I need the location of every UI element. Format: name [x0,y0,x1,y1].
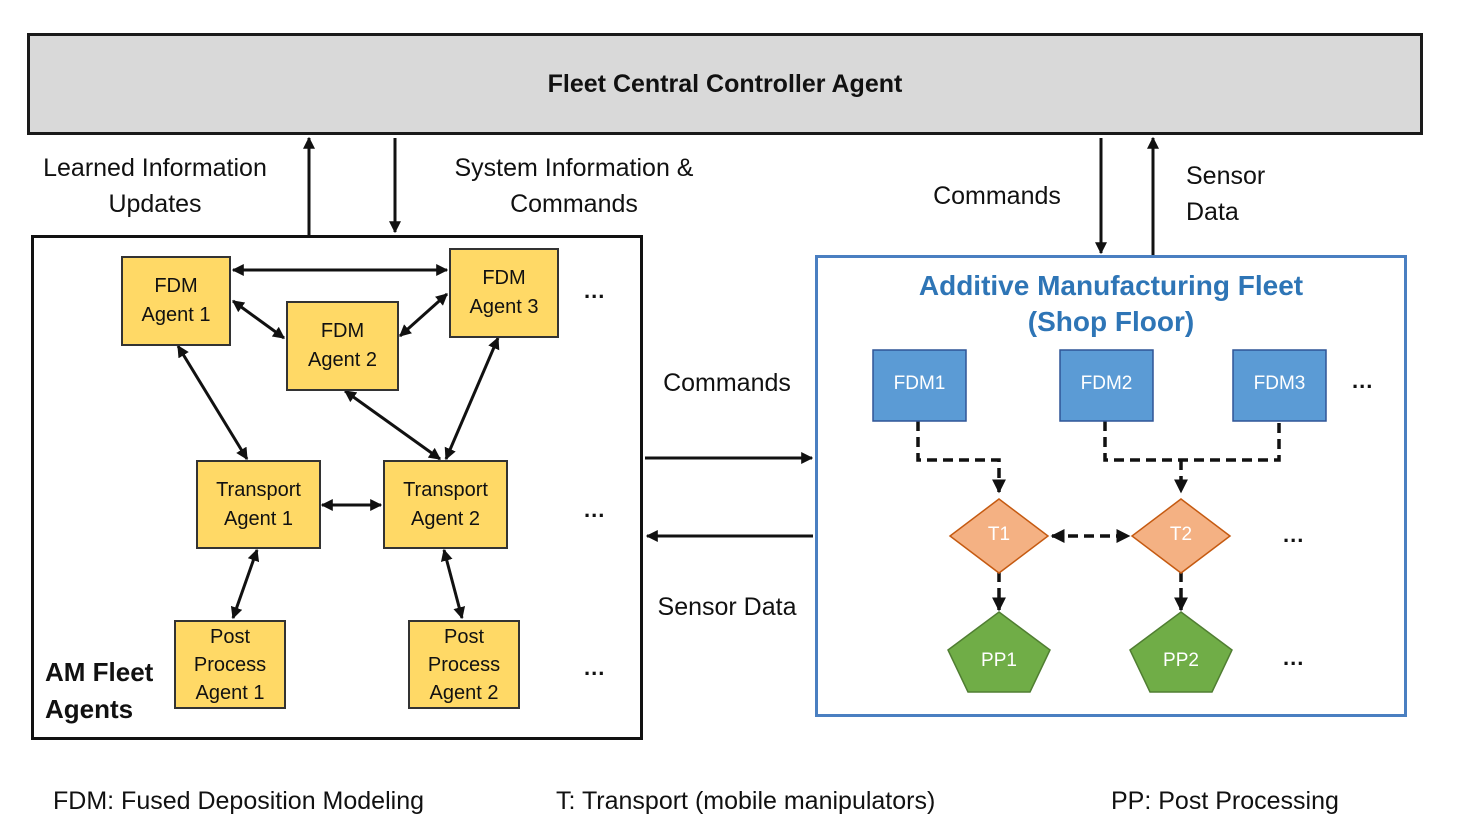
transport2-post2-link [440,548,466,620]
fdm3-label: FDM3 [1253,373,1306,394]
fdm2-transport2-link [344,389,441,461]
sensor-data-top-label: Sensor Data [1186,162,1266,226]
transport-agent-1: Transport Agent 1 [196,460,321,549]
transport-agent-2: Transport Agent 2 [383,460,508,549]
fleet-transport-ellipsis: ... [1283,522,1305,547]
fdm-agents-ellipsis: ... [584,278,606,303]
am-fleet-agents-panel [31,235,643,740]
fdm1-node [872,349,967,422]
transport-agents-ellipsis: ... [584,497,606,522]
pp1-label: PP1 [981,650,1017,671]
fdm-agent-1: FDM Agent 1 [121,256,231,346]
fdm3-transport2-link [444,336,500,461]
t2-label: T2 [1169,524,1193,545]
transport1-post1-link [230,548,260,620]
commands-top-label: Commands [933,182,1061,210]
fleet-pp-ellipsis: ... [1283,645,1305,670]
fdm-agent-2: FDM Agent 2 [286,301,399,391]
fdm2-label: FDM2 [1080,373,1133,394]
am-fleet-agents-title: AM Fleet Agents [45,657,154,724]
t2-node [1130,498,1232,574]
t1-label: T1 [987,524,1011,545]
post-agents-ellipsis: ... [584,655,606,680]
pp2-label: PP2 [1163,650,1199,671]
fdm1-transport1-link [176,344,249,461]
t1-node [948,498,1050,574]
learned-updates-label: Learned Information Updates [43,154,267,218]
fdm1-fdm2-link [232,299,285,340]
commands-mid-label: Commands [663,369,791,397]
fdm3-fdm2-link [399,292,448,338]
legend-transport: T: Transport (mobile manipulators) [556,787,936,815]
fdm1-t1-flow [916,421,1006,494]
fdm2-t2-flow [1103,421,1281,462]
fdm3-node [1232,349,1327,422]
central-title: Fleet Central Controller Agent [547,69,903,98]
fleet-fdm-ellipsis: ... [1352,368,1374,393]
pp2-node [1129,611,1233,693]
shop-floor-title: Additive Manufacturing Fleet (Shop Floor… [918,270,1304,337]
fdm-agent-3: FDM Agent 3 [449,248,559,338]
fleet-central-controller: Fleet Central Controller Agent [27,33,1423,135]
sensor-data-mid-label: Sensor Data [657,593,797,621]
post-process-agent-2: Post Process Agent 2 [408,620,520,709]
pp1-node [947,611,1051,693]
am-fleet-shop-floor-panel [815,255,1407,717]
fdm1-label: FDM1 [893,373,946,394]
fdm2-node [1059,349,1154,422]
legend-pp: PP: Post Processing [1111,787,1339,815]
post-process-agent-1: Post Process Agent 1 [174,620,286,709]
system-info-label: System Information & Commands [454,154,694,218]
legend-fdm: FDM: Fused Deposition Modeling [53,787,424,815]
